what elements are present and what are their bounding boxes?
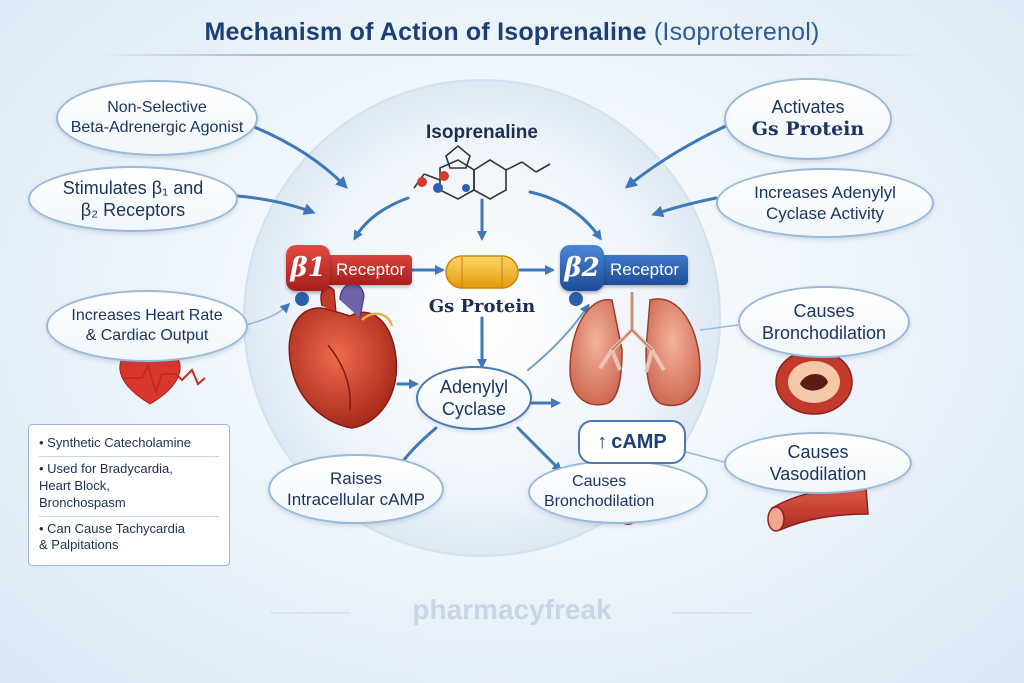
beta2-anchor (569, 292, 583, 306)
title-sub: (Isoproterenol) (653, 18, 820, 46)
beta1-receptor: β1 Receptor (286, 245, 412, 291)
atom-blue-2 (462, 184, 470, 192)
bubble-activates-gs: Activates Gs Protein (724, 78, 892, 160)
beta1-anchor (295, 292, 309, 306)
beta2-symbol: β2 (560, 245, 604, 291)
page-title: Mechanism of Action of Isoprenaline (Iso… (205, 18, 820, 46)
title-main: Mechanism of Action of Isoprenaline (204, 18, 647, 46)
title-area: Mechanism of Action of Isoprenaline (Iso… (0, 18, 1024, 47)
info-item: • Used for Bradycardia, Heart Block, Bro… (39, 457, 219, 517)
arrow-adenylyl-beta2 (527, 303, 590, 371)
arrow-heartrate (244, 302, 291, 326)
arrow-stimulates (236, 194, 316, 215)
lungs-icon (569, 292, 701, 407)
bubble-vasodilation: Causes Vasodilation (724, 432, 912, 494)
bubble-adenylyl-cyclase: Adenylyl Cyclase (416, 366, 532, 430)
camp-up-arrow-icon: ↑ (597, 430, 608, 453)
watermark-line-left (270, 612, 350, 614)
camp-label: cAMP (611, 430, 667, 453)
connector-bronch-right (699, 324, 739, 331)
atom-red-2 (439, 171, 449, 181)
bubble-stimulates: Stimulates β₁ and β₂ Receptors (28, 166, 238, 232)
arrow-adenylyl-bronch (516, 426, 563, 473)
bubble-non-selective: Non-Selective Beta-Adrenergic Agonist (56, 80, 258, 156)
info-item: • Synthetic Catecholamine (39, 431, 219, 457)
arrow-adenylyl (651, 196, 718, 218)
title-divider (95, 54, 929, 56)
arrow-drug-beta2 (528, 190, 602, 241)
beta1-symbol: β1 (286, 245, 330, 291)
gs-protein-label: Gs Protein (428, 296, 536, 317)
beta2-receptor: β2 Receptor (560, 245, 688, 291)
info-box: • Synthetic Catecholamine • Used for Bra… (28, 424, 230, 566)
info-item: • Can Cause Tachycardia & Palpitations (39, 520, 185, 553)
arrow-activates (624, 123, 730, 189)
watermark: pharmacyfreak (412, 594, 612, 625)
watermark-line-right (672, 612, 752, 614)
bubble-adenylyl-activity: Increases Adenylyl Cyclase Activity (716, 168, 934, 238)
beta2-label: Receptor (610, 260, 679, 279)
drug-name: Isoprenaline (426, 122, 538, 143)
atom-blue-1 (433, 183, 443, 193)
artery-icon (767, 487, 869, 532)
bubble-bronchodilation-center: Causes Bronchodilation (528, 460, 708, 524)
atom-red-1 (417, 177, 427, 187)
camp-box: ↑ cAMP (578, 420, 686, 464)
arrow-nonselective (250, 124, 348, 189)
bubble-bronchodilation-right: Causes Bronchodilation (738, 286, 910, 358)
capsule-icon (445, 255, 519, 289)
bubble-heart-rate: Increases Heart Rate & Cardiac Output (46, 290, 248, 362)
arrow-drug-beta1 (353, 196, 410, 241)
beta1-label: Receptor (336, 260, 405, 279)
heart-icon (288, 283, 398, 429)
connector-camp-vaso (685, 451, 725, 463)
bronchus-ring-icon (775, 349, 853, 415)
bubble-raises-camp: Raises Intracellular cAMP (268, 454, 444, 524)
